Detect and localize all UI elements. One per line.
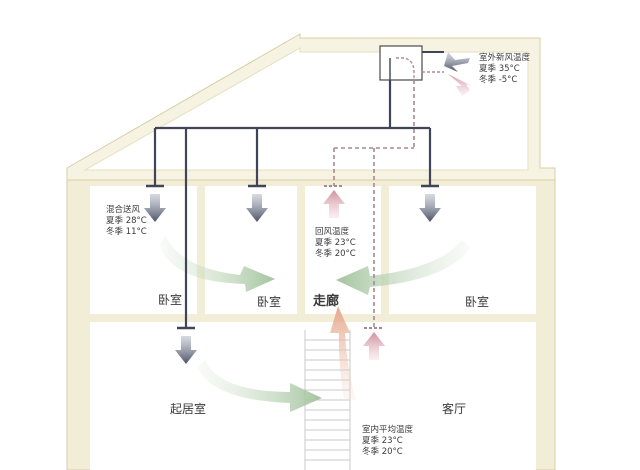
return-arrow-hall [363,332,385,360]
room-labels: 卧室 卧室 走廊 卧室 起居室 客厅 [158,292,489,416]
flow-bedroom-left-to-corridor [160,235,275,292]
supply-title: 混合送风 [106,204,141,215]
supply-arrow-bedroom-right [419,194,441,222]
indoor-title: 室内平均温度 [362,424,414,435]
supply-arrow-bedroom-left [144,194,166,222]
unit-internal-return [396,57,415,80]
supply-winter: 冬季 11°C [106,226,147,237]
return-arrow-corridor [323,190,345,218]
label-bedroom-left: 卧室 [158,292,182,307]
supply-temperature-label: 混合送风 夏季 28°C 冬季 11°C [106,204,147,237]
outdoor-title: 室外新风温度 [479,52,531,63]
return-grilles [324,185,384,329]
indoor-winter: 冬季 20°C [362,446,403,457]
return-summer: 夏季 23°C [315,237,356,248]
supply-ducts [153,80,432,328]
return-temperature-label: 回风温度 夏季 23°C 冬季 20°C [315,226,356,259]
fresh-air-unit [379,45,444,81]
return-winter: 冬季 20°C [315,248,356,259]
outdoor-temperature-label: 室外新风温度 夏季 35°C 冬季 -5°C [479,52,531,85]
label-living-room: 起居室 [170,401,206,416]
air-handler-box [379,45,423,81]
outdoor-winter: 冬季 -5°C [479,74,517,85]
roof-inner [83,47,529,171]
flow-bedroom-right-to-corridor [336,240,470,295]
outdoor-summer: 夏季 35°C [479,63,520,74]
label-hall: 客厅 [442,401,466,416]
return-ducts [333,80,415,328]
outdoor-exhaust-arrow [448,74,472,96]
room-bedroom-left [90,186,197,314]
indoor-summer: 夏季 23°C [362,435,403,446]
airflow-sweeps [160,235,470,412]
outdoor-intake-arrow [444,52,470,72]
supply-arrows [144,194,441,364]
label-bedroom-mid: 卧室 [257,294,281,309]
room-hall [356,322,536,470]
supply-arrow-living [175,336,197,364]
supply-diffusers [146,184,439,330]
return-arrows [323,190,385,360]
supply-arrow-bedroom-mid [246,194,268,222]
outdoor-arrows [444,52,472,96]
flow-stairs-up-to-corridor [330,306,356,400]
house-shell [66,33,556,470]
flow-living-to-stairs [198,360,322,412]
label-corridor: 走廊 [313,293,339,309]
room-bedroom-mid [205,186,297,314]
supply-summer: 夏季 28°C [106,215,147,226]
label-bedroom-right: 卧室 [465,294,489,309]
return-title: 回风温度 [315,226,350,237]
indoor-temperature-label: 室内平均温度 夏季 23°C 冬季 20°C [362,424,414,457]
